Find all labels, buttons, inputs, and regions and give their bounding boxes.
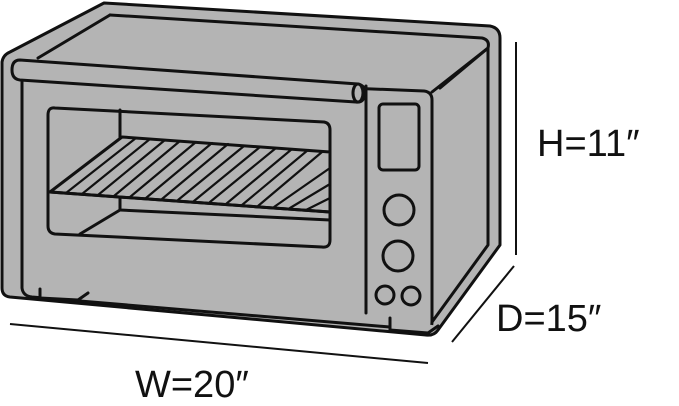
height-label: H=11″ bbox=[537, 123, 640, 165]
depth-dimension-line bbox=[451, 265, 515, 343]
control-display bbox=[377, 102, 421, 172]
oven-side-panel bbox=[430, 46, 490, 324]
control-button-2 bbox=[400, 285, 422, 307]
width-dimension-line bbox=[9, 323, 429, 364]
oven-foot-left bbox=[38, 287, 90, 302]
control-knob-1 bbox=[382, 193, 416, 227]
depth-label: D=15″ bbox=[496, 298, 602, 340]
width-label: W=20″ bbox=[135, 364, 249, 406]
oven-foot-right bbox=[388, 316, 440, 335]
control-button-1 bbox=[374, 284, 396, 306]
control-knob-2 bbox=[381, 239, 415, 273]
